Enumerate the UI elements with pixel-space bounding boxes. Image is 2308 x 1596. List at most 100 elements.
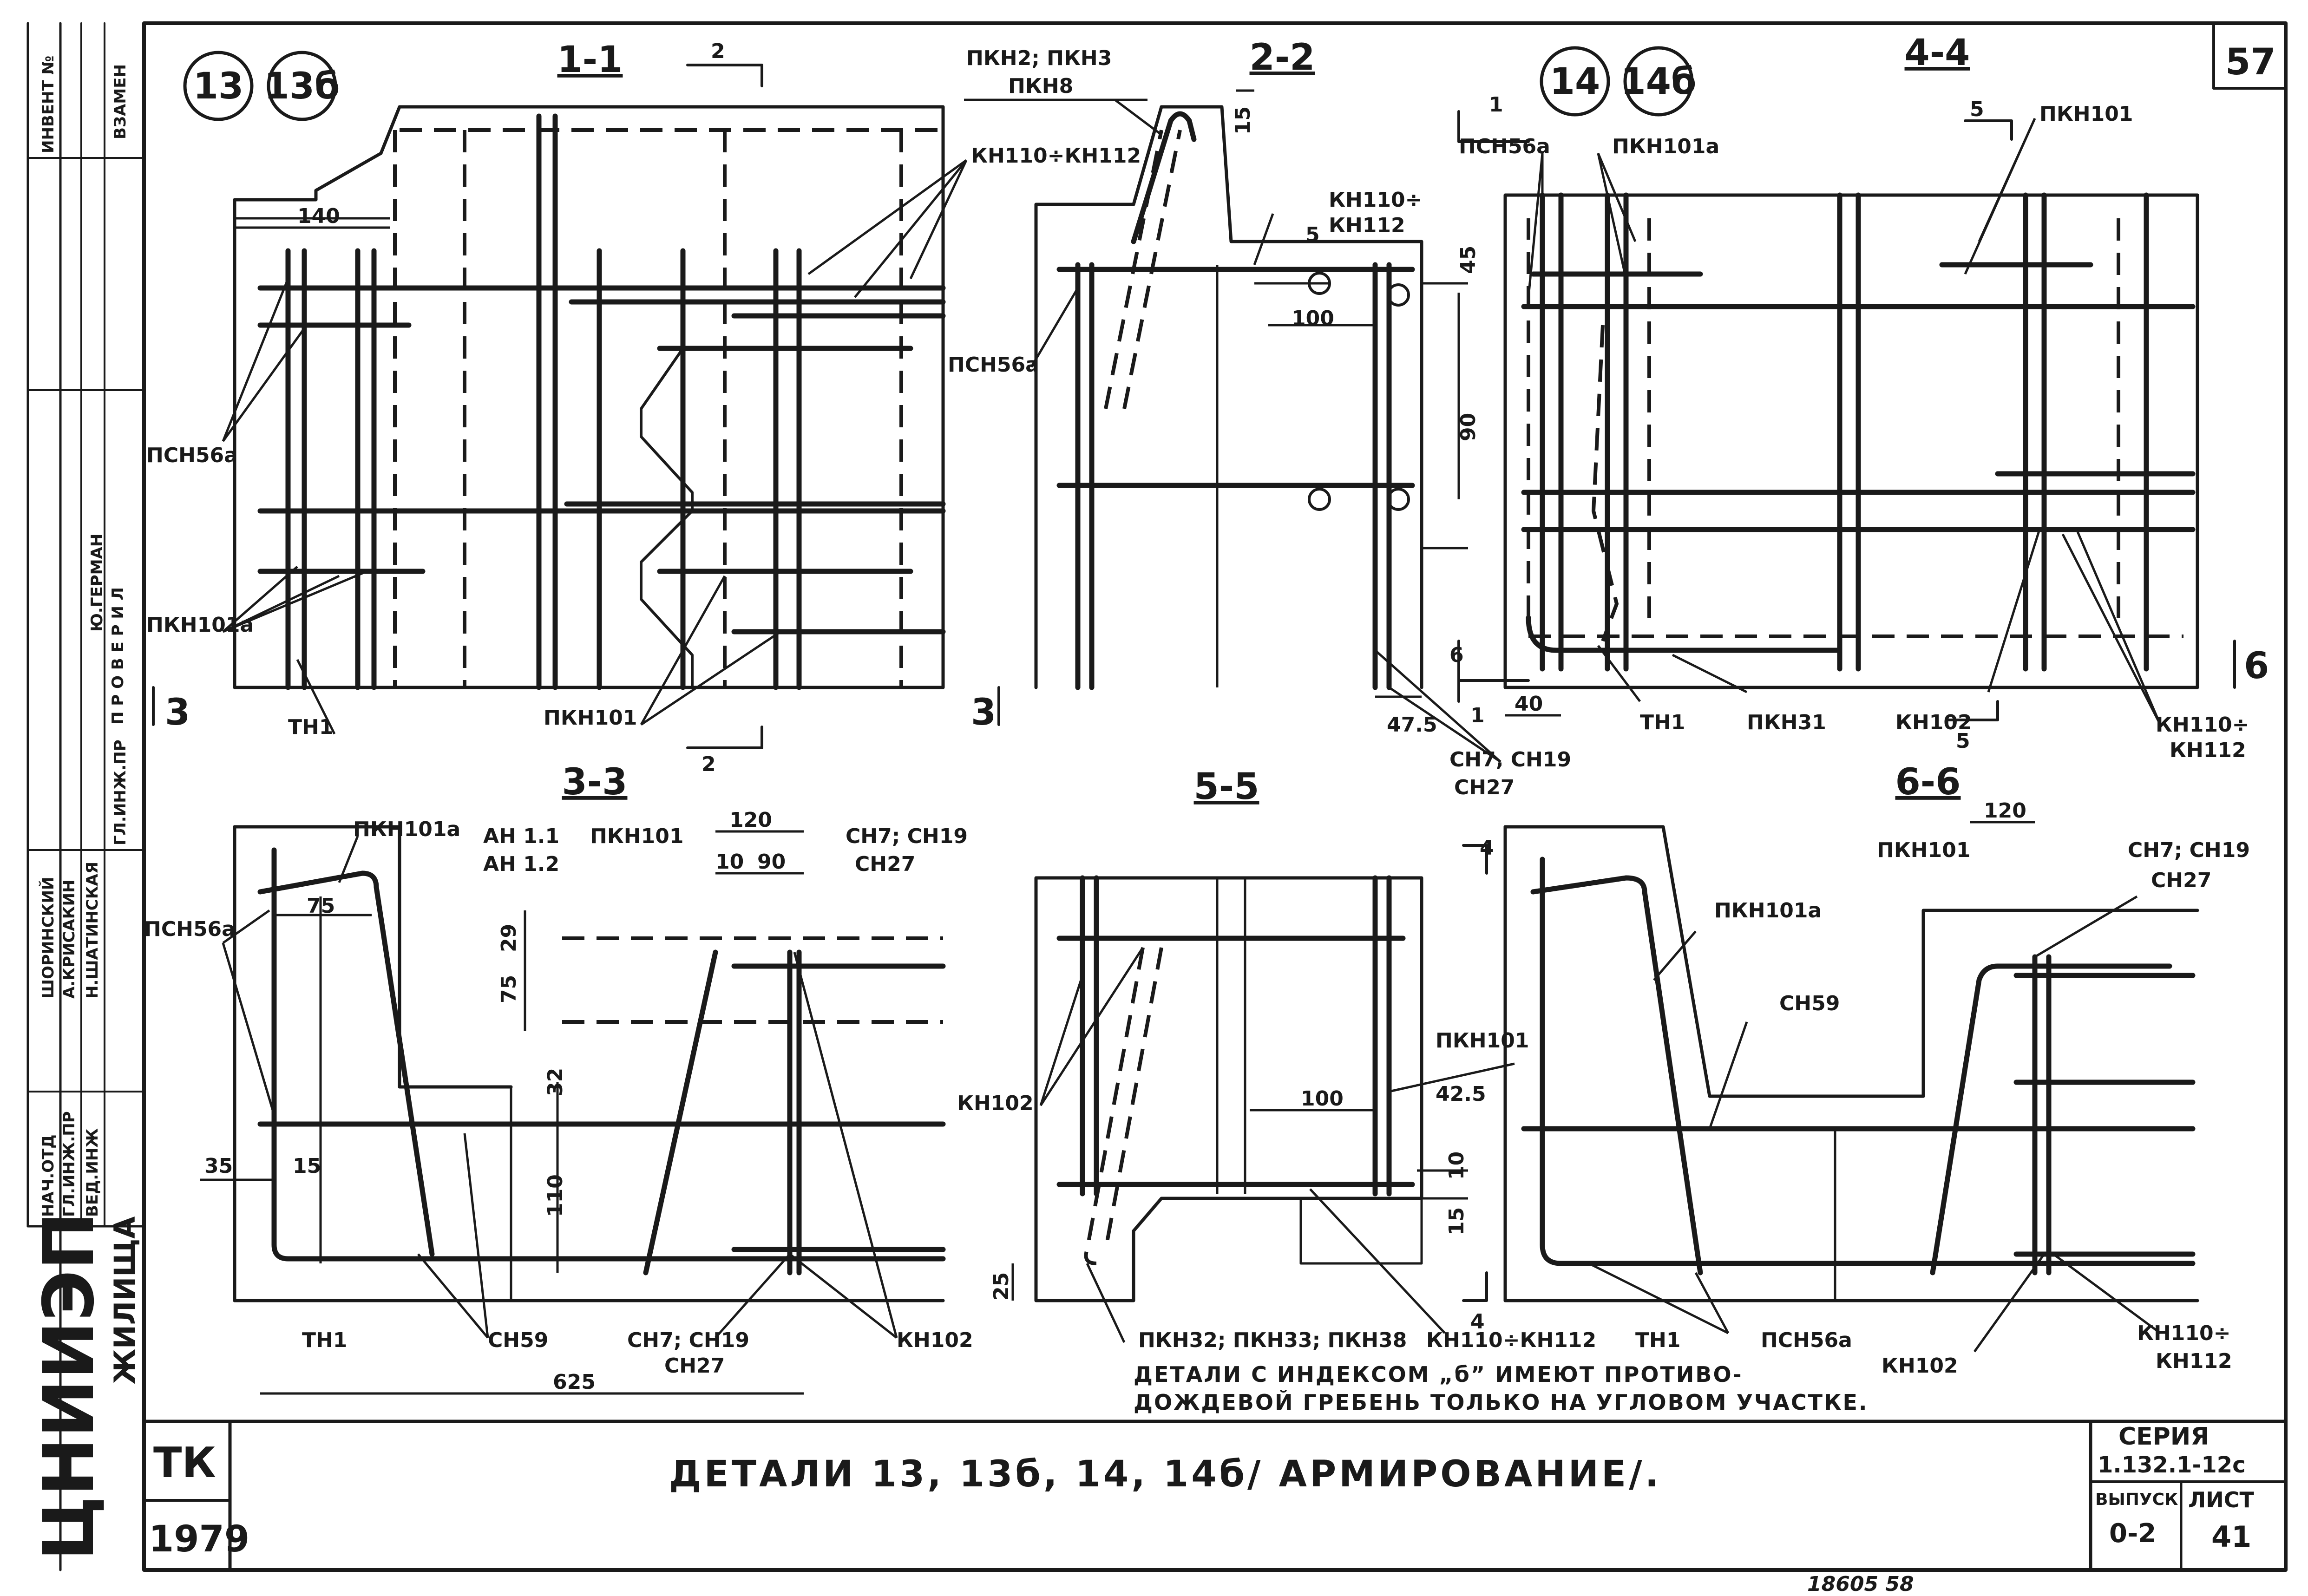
stamp-replace: ВЗАМЕН [111, 64, 130, 139]
dim-45-22: 45 [1456, 246, 1480, 274]
label-pkn2-pkn3: ПКН2; ПКН3 [966, 46, 1112, 70]
section-title-3-3: 3-3 [562, 761, 628, 803]
note-line-1: ДЕТАЛИ С ИНДЕКСОМ „б” ИМЕЮТ ПРОТИВО- [1134, 1362, 1743, 1387]
label-pkn101-55: ПКН101 [1436, 1029, 1529, 1053]
detail-14-label: 14 [1550, 61, 1600, 103]
section-titles: 1-1 2-2 3-3 4-4 5-5 6-6 [557, 32, 1970, 808]
label-pkn101a-44: ПКН101а [1612, 135, 1719, 158]
cut-mark-4-top: 4 [1480, 836, 1494, 860]
dim-15-55: 15 [1445, 1207, 1469, 1236]
label-sn59-33: СН59 [488, 1328, 548, 1352]
section-4-4-view [1503, 192, 2199, 689]
dim-25-55: 25 [990, 1272, 1013, 1301]
label-tn1-33: ТН1 [302, 1328, 347, 1352]
cut-mark-4-bottom: 4 [1470, 1310, 1485, 1334]
label-kn110-kn112-55: КН110÷КН112 [1426, 1328, 1596, 1352]
stamp-name-2: А.КРИСАКИН [60, 880, 79, 999]
label-psn56a-66: ПСН56а [1761, 1328, 1852, 1352]
dim-625: 625 [553, 1370, 596, 1394]
title-block: 57 ТК 1979 ДЕТАЛИ 13, 13б, 14, 14б/ АРМИ… [149, 41, 2276, 1596]
label-pkn101-33: ПКН101 [590, 824, 683, 848]
dim-140: 140 [297, 204, 340, 228]
label-sn7-sn19-66: СН7; СН19 [2128, 838, 2250, 862]
dim-75-33-vert: 75 [497, 975, 521, 1003]
section-5-5-view [1034, 875, 1468, 1302]
label-kn110-kn112-11: КН110÷КН112 [971, 144, 1141, 168]
label-kn112-22: КН112 [1329, 214, 1405, 237]
dim-40-44: 40 [1515, 692, 1543, 716]
label-sn27-33: СН27 [855, 852, 915, 876]
dimensions: 140 15 5 100 45 90 47.5 40 75 120 10 90 … [200, 89, 2035, 1395]
dim-90-22: 90 [1456, 413, 1480, 441]
section-title-5-5: 5-5 [1194, 766, 1259, 808]
label-kn110-66: КН110÷ [2137, 1321, 2231, 1345]
dim-90-33: 90 [757, 850, 786, 874]
section-2-2-view [1034, 105, 1468, 690]
code-tk: ТК [153, 1439, 216, 1487]
label-pkn101a-11: ПКН101а [146, 613, 254, 637]
dim-5-22: 5 [1305, 223, 1320, 247]
series-label: СЕРИЯ [2118, 1423, 2209, 1451]
label-sn27-22: СН27 [1454, 776, 1515, 799]
left-stamp-strip [26, 22, 145, 1571]
label-kn102-66: КН102 [1882, 1354, 1958, 1378]
sheet-frame [142, 21, 2288, 1572]
label-sn27-66: СН27 [2151, 869, 2211, 892]
label-tn1-66: ТН1 [1635, 1328, 1680, 1352]
year: 1979 [149, 1518, 249, 1560]
section-title-1-1: 1-1 [557, 39, 623, 81]
label-sn27-33b: СН27 [664, 1354, 725, 1378]
dim-47-5: 47.5 [1387, 713, 1437, 737]
stamp-checked: П Р О В Е Р И Л [109, 587, 127, 725]
label-an11: АН 1.1 [483, 824, 559, 848]
label-kn102-33: КН102 [897, 1328, 973, 1352]
sheet-value: 41 [2211, 1520, 2251, 1554]
cut-mark-1-bottom: 1 [1470, 704, 1485, 727]
section-title-2-2: 2-2 [1250, 37, 1315, 78]
stamp-inv-no: ИНВЕНТ № [39, 56, 58, 153]
dim-15-22: 15 [1231, 106, 1255, 135]
org-suffix: ЖИЛИЩА [108, 1217, 142, 1384]
cut-mark-1-top: 1 [1489, 93, 1503, 117]
cut-mark-2-top: 2 [711, 39, 725, 63]
label-psn56a-11: ПСН56а [146, 444, 238, 467]
dim-42-5: 42.5 [1436, 1082, 1486, 1106]
cut-mark-3-left: 3 [165, 692, 190, 733]
bottom-handwritten-number: 18605 58 [1807, 1572, 1914, 1596]
stamp-role-2: НАЧ.ОТД [39, 1134, 58, 1217]
dim-100-22: 100 [1292, 307, 1334, 330]
series-code: 1.132.1-12с [2098, 1452, 2246, 1478]
section-3-3-view [233, 825, 946, 1302]
label-kn102-55: КН102 [957, 1092, 1034, 1115]
main-title: ДЕТАЛИ 13, 13б, 14, 14б/ АРМИРОВАНИЕ/. [669, 1453, 1661, 1495]
stamp-checked-name: Ю.ГЕРМАН [88, 534, 106, 632]
cut-mark-6-right: 6 [2244, 645, 2269, 687]
label-an12: АН 1.2 [483, 852, 559, 876]
leader-lines [222, 98, 2162, 1353]
left-stamp-text: ИНВЕНТ № ВЗАМЕН П Р О В Е Р И Л Ю.ГЕРМАН… [29, 56, 142, 1561]
label-tn1-44: ТН1 [1640, 711, 1685, 734]
section-6-6-view [1503, 825, 2199, 1302]
dim-10-55: 10 [1445, 1151, 1469, 1180]
cut-mark-6-left: 6 [1449, 643, 1464, 667]
label-kn102-44: КН102 [1895, 711, 1972, 734]
detail-marks: 13 13б 14 14б [183, 46, 1697, 121]
label-pkn101-11: ПКН101 [544, 706, 637, 730]
label-psn56a-22: ПСН56а [948, 353, 1039, 377]
label-sn7-sn19-33b: СН7; СН19 [627, 1328, 749, 1352]
dim-15-33: 15 [293, 1154, 321, 1178]
label-sn7-sn19-33: СН7; СН19 [846, 824, 968, 848]
dim-32-33: 32 [544, 1068, 567, 1096]
issue-value: 0-2 [2109, 1518, 2156, 1549]
label-kn112-44: КН112 [2170, 739, 2246, 762]
cut-mark-5-top: 5 [1970, 98, 1984, 121]
section-title-6-6: 6-6 [1895, 761, 1961, 803]
stamp-role-4: ВЕД.ИНЖ [83, 1128, 102, 1217]
dim-120-66: 120 [1984, 799, 2026, 823]
label-kn110-22: КН110÷ [1329, 188, 1423, 212]
stamp-role-1: ГЛ.ИНЖ.ПР [111, 739, 130, 845]
dim-35-33: 35 [204, 1154, 233, 1178]
section-1-1-view [233, 105, 946, 690]
cut-marks: 2 2 1 1 3 3 4 4 5 5 6 6 [152, 39, 2269, 1334]
